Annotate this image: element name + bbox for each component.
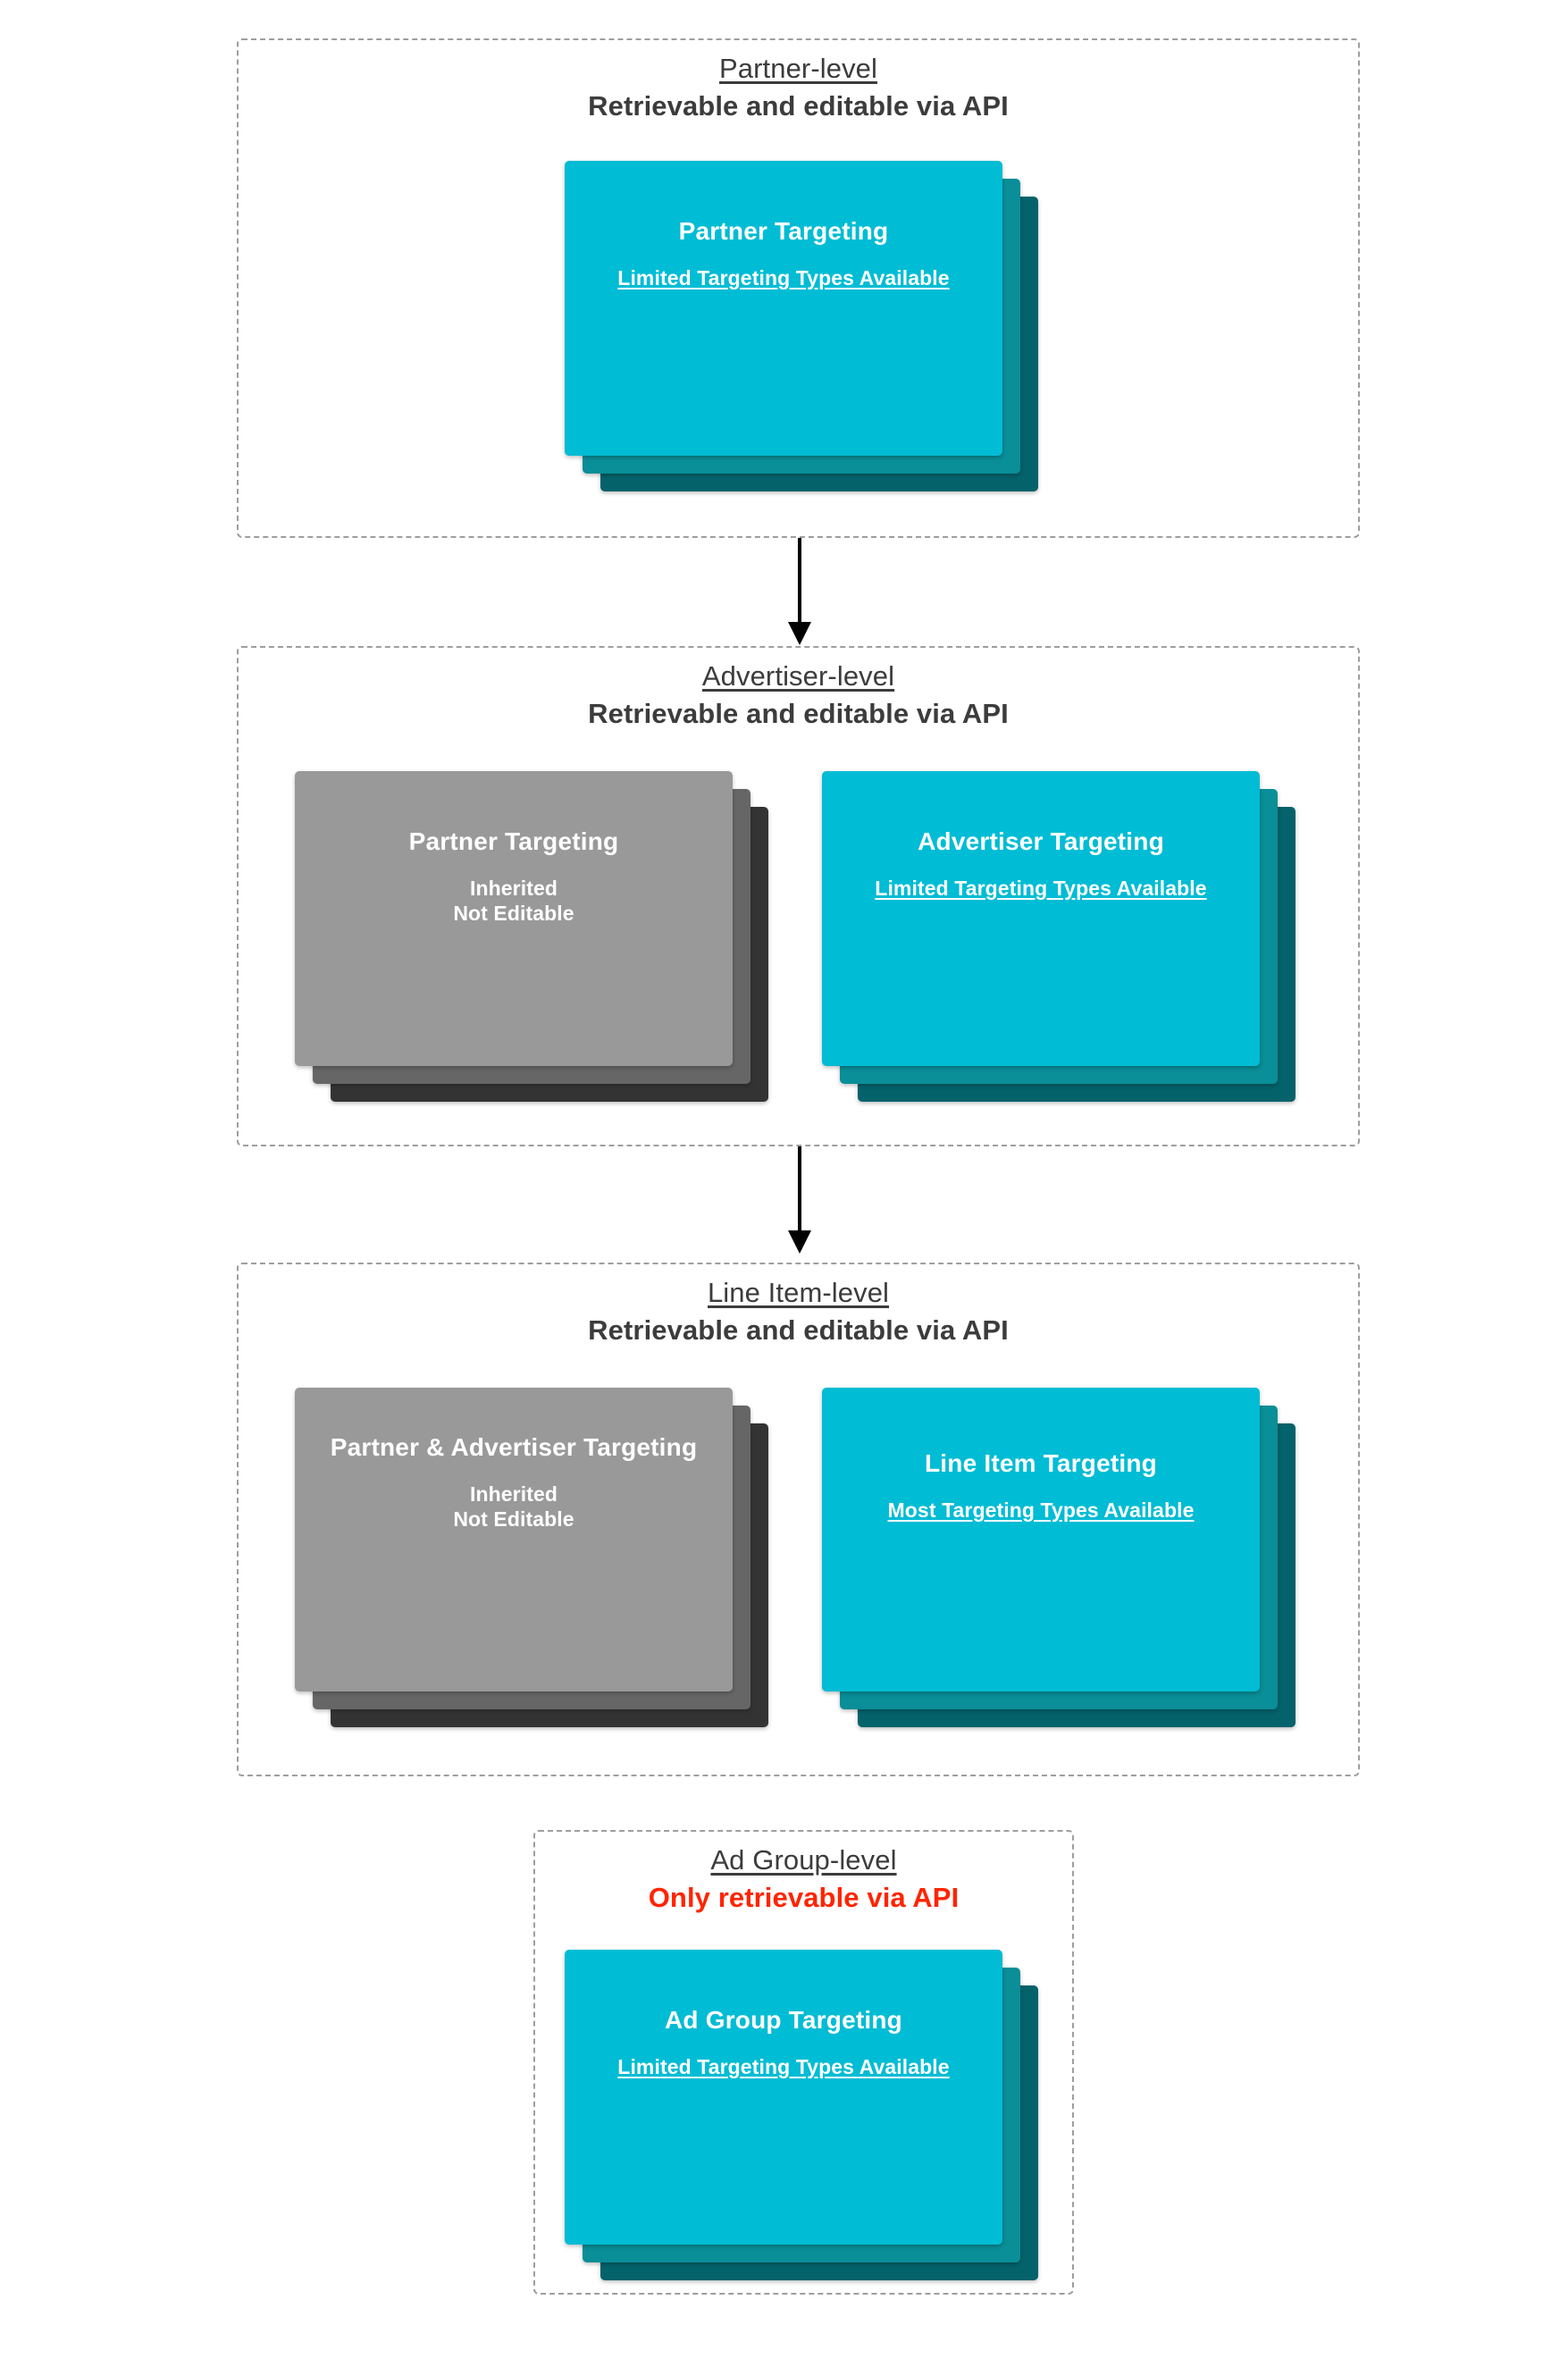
card-stack-partner-targeting: Partner Targeting Limited Targeting Type…	[565, 161, 1038, 500]
level-box-partner	[237, 38, 1360, 538]
card-body: Advertiser Targeting Limited Targeting T…	[822, 827, 1260, 901]
card-stack-lineitem-inherited: Partner & Advertiser Targeting Inherited…	[295, 1388, 768, 1736]
level-box-line-item	[237, 1263, 1360, 1776]
arrow-shaft	[798, 1146, 801, 1232]
card-body: Ad Group Targeting Limited Targeting Typ…	[565, 2005, 1002, 2079]
connector-arrow-partner-to-advertiser	[784, 538, 815, 645]
card-subtitle: Inherited Not Editable	[453, 877, 574, 926]
card-title: Ad Group Targeting	[665, 2006, 902, 2034]
card-body: Partner & Advertiser Targeting Inherited…	[295, 1432, 733, 1532]
level-api-note-line-item: Retrievable and editable via API	[588, 1314, 1009, 1346]
level-heading-ad-group: Ad Group-level Only retrievable via API	[533, 1843, 1074, 1915]
connector-arrow-advertiser-to-lineitem	[784, 1146, 815, 1254]
level-name-partner: Partner-level	[718, 53, 878, 84]
level-box-advertiser	[237, 646, 1360, 1146]
card-subtitle: Inherited Not Editable	[453, 1482, 574, 1532]
card-layer-front[interactable]: Ad Group Targeting Limited Targeting Typ…	[565, 1950, 1002, 2245]
level-api-note-advertiser: Retrievable and editable via API	[588, 697, 1009, 729]
level-heading-advertiser: Advertiser-level Retrievable and editabl…	[237, 659, 1360, 731]
card-subtitle: Limited Targeting Types Available	[617, 266, 950, 290]
card-subtitle: Limited Targeting Types Available	[617, 2055, 950, 2079]
card-stack-advertiser-inherited: Partner Targeting Inherited Not Editable	[295, 771, 768, 1111]
card-layer-front[interactable]: Partner & Advertiser Targeting Inherited…	[295, 1388, 733, 1691]
card-layer-front[interactable]: Line Item Targeting Most Targeting Types…	[822, 1388, 1260, 1691]
card-title: Line Item Targeting	[925, 1449, 1157, 1477]
level-api-note-partner: Retrievable and editable via API	[588, 89, 1009, 122]
level-heading-line-item: Line Item-level Retrievable and editable…	[237, 1276, 1360, 1347]
level-box-ad-group	[533, 1830, 1074, 2295]
card-title: Partner Targeting	[678, 217, 889, 245]
level-name-ad-group: Ad Group-level	[710, 1844, 897, 1876]
card-subtitle: Limited Targeting Types Available	[875, 877, 1207, 901]
arrow-head	[788, 1230, 811, 1254]
level-api-note-ad-group: Only retrievable via API	[648, 1881, 960, 1913]
card-layer-front[interactable]: Advertiser Targeting Limited Targeting T…	[822, 771, 1260, 1066]
card-title: Partner Targeting	[408, 827, 619, 855]
card-body: Line Item Targeting Most Targeting Types…	[822, 1448, 1260, 1523]
arrow-head	[788, 622, 811, 645]
card-title: Advertiser Targeting	[918, 827, 1164, 855]
level-name-advertiser: Advertiser-level	[701, 660, 895, 692]
card-stack-advertiser-targeting: Advertiser Targeting Limited Targeting T…	[822, 771, 1295, 1111]
card-stack-lineitem-targeting: Line Item Targeting Most Targeting Types…	[822, 1388, 1295, 1736]
card-body: Partner Targeting Limited Targeting Type…	[565, 216, 1002, 290]
card-stack-adgroup-targeting: Ad Group Targeting Limited Targeting Typ…	[565, 1950, 1038, 2289]
card-layer-front[interactable]: Partner Targeting Inherited Not Editable	[295, 771, 733, 1066]
arrow-shaft	[798, 538, 801, 624]
card-title: Partner & Advertiser Targeting	[330, 1433, 698, 1461]
card-body: Partner Targeting Inherited Not Editable	[295, 827, 733, 926]
card-layer-front[interactable]: Partner Targeting Limited Targeting Type…	[565, 161, 1002, 456]
card-subtitle: Most Targeting Types Available	[887, 1498, 1195, 1523]
level-name-line-item: Line Item-level	[707, 1277, 890, 1308]
level-heading-partner: Partner-level Retrievable and editable v…	[237, 52, 1360, 123]
